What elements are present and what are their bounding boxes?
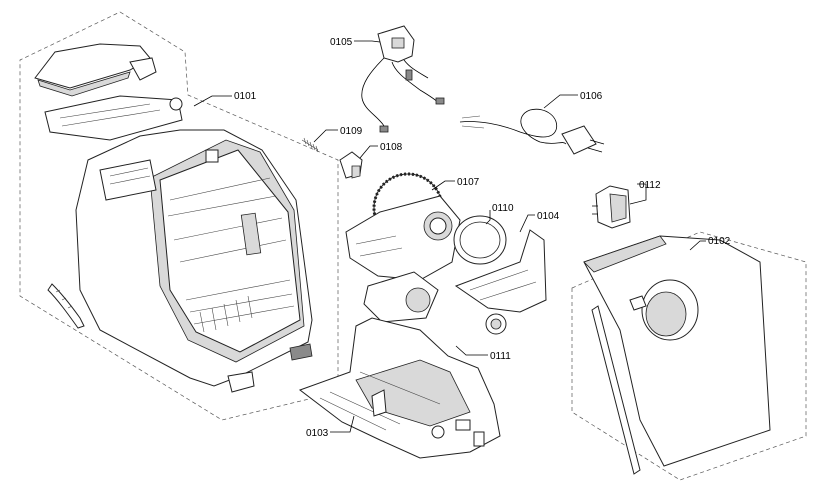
label-0105: 0105 (330, 37, 353, 48)
part-0110-ring (453, 215, 507, 265)
part-0103-base (298, 317, 501, 459)
part-0112-switch (592, 185, 631, 229)
label-0112: 0112 (639, 180, 661, 191)
part-0109-spring (301, 137, 319, 153)
label-0107: 0107 (457, 177, 480, 188)
part-0108-connector (339, 151, 363, 179)
label-0104: 0104 (537, 211, 560, 222)
part-0102-front-panel (571, 231, 807, 481)
label-0109: 0109 (340, 126, 363, 137)
label-0106: 0106 (580, 91, 603, 102)
part-0107-motor-gear (345, 172, 461, 323)
part-0101-housing (19, 11, 339, 421)
label-0111: 0111 (490, 351, 511, 362)
label-0102: 0102 (708, 236, 731, 247)
label-0103: 0103 (306, 428, 329, 439)
label-0108: 0108 (380, 142, 403, 153)
label-0101: 0101 (234, 91, 257, 102)
part-0104-bracket (454, 229, 547, 335)
part-0106-power-cord (459, 108, 605, 155)
label-0110: 0110 (492, 203, 514, 214)
leader-lines (193, 40, 706, 433)
part-labels: 0101 0102 0103 0104 0105 0106 0107 0108 … (234, 37, 731, 439)
part-0105-wiring (361, 25, 445, 133)
